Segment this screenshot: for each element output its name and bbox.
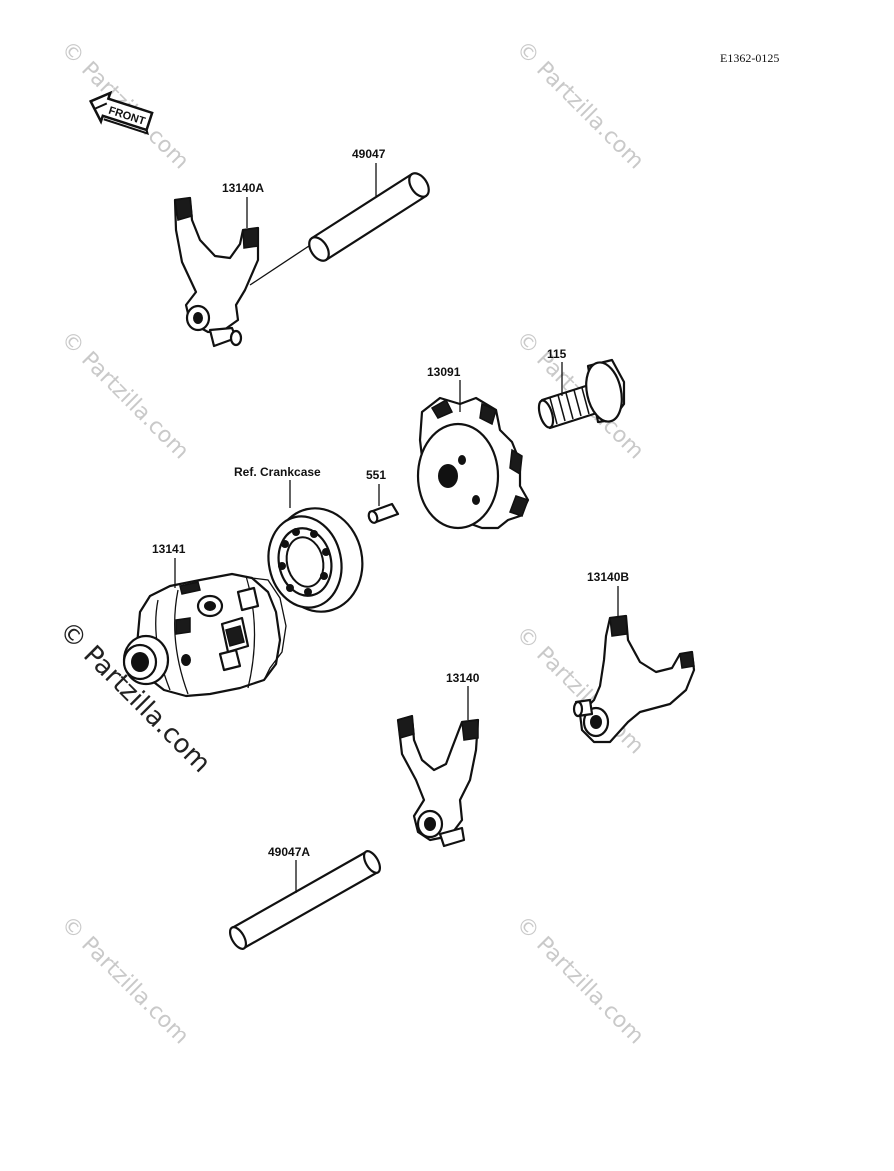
label-13091: 13091 — [427, 365, 461, 379]
label-13140a: 13140A — [222, 181, 264, 195]
label-13140b: 13140B — [587, 570, 629, 584]
shift-drum-holder-13091 — [416, 396, 530, 530]
diagram-code: E1362-0125 — [720, 51, 779, 65]
label-551: 551 — [366, 468, 386, 482]
watermark: © Partzilla.com — [511, 37, 649, 175]
pin-551 — [367, 502, 400, 524]
shift-fork-13140a — [173, 196, 319, 348]
label-115: 115 — [547, 347, 567, 361]
watermark: © Partzilla.com — [511, 912, 649, 1050]
watermark: © Partzilla.com — [56, 912, 194, 1050]
label-crankcase: Ref. Crankcase — [234, 465, 321, 479]
shaft-49047a — [228, 850, 382, 950]
watermark: © Partzilla.com — [56, 327, 194, 465]
shift-fork-13140b — [572, 614, 696, 744]
label-49047a: 49047A — [268, 845, 310, 859]
label-49047: 49047 — [352, 147, 386, 161]
shift-drum-13141 — [122, 572, 287, 698]
label-13140: 13140 — [446, 671, 480, 685]
label-13141: 13141 — [152, 542, 186, 556]
shaft-49047 — [308, 172, 430, 262]
bolt-115 — [537, 358, 626, 430]
shift-fork-13140 — [396, 714, 480, 848]
bearing-ref-crankcase — [267, 507, 364, 613]
